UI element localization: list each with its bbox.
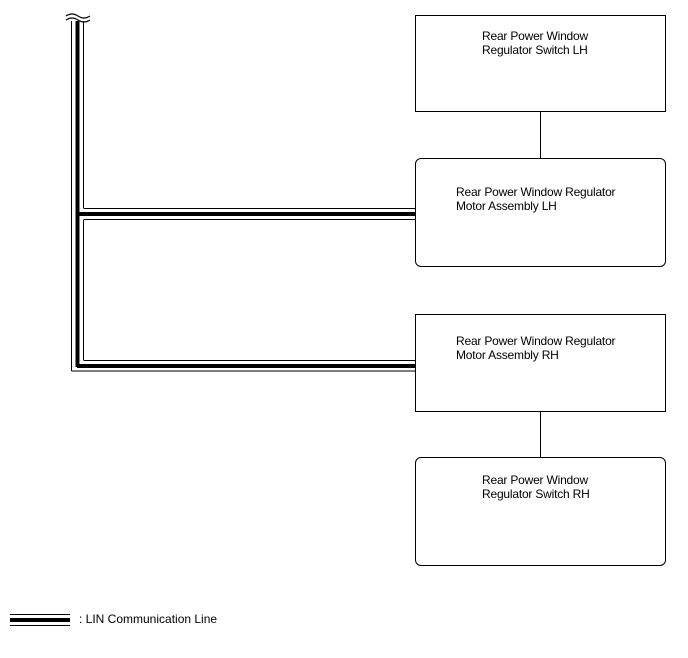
motor-rh-label: Rear Power Window Regulator Motor Assemb…	[456, 334, 616, 362]
motor-lh-label: Rear Power Window Regulator Motor Assemb…	[456, 185, 616, 213]
wire-break-icon	[65, 13, 91, 23]
switch-rh-label: Rear Power Window Regulator Switch RH	[482, 473, 590, 501]
rear-power-window-regulator-switch-lh: Rear Power Window Regulator Switch LH	[415, 15, 666, 112]
legend-line-symbol	[10, 614, 70, 626]
lin-branch-motor-lh	[77, 208, 415, 220]
lin-bus-trunk	[71, 21, 84, 371]
lin-branch-motor-rh	[71, 360, 415, 372]
rear-power-window-regulator-motor-lh: Rear Power Window Regulator Motor Assemb…	[415, 158, 666, 267]
switch-lh-label: Rear Power Window Regulator Switch LH	[482, 29, 588, 57]
legend-label: : LIN Communication Line	[79, 612, 218, 626]
rear-power-window-regulator-switch-rh: Rear Power Window Regulator Switch RH	[415, 457, 666, 566]
rear-power-window-regulator-motor-rh: Rear Power Window Regulator Motor Assemb…	[415, 314, 666, 412]
